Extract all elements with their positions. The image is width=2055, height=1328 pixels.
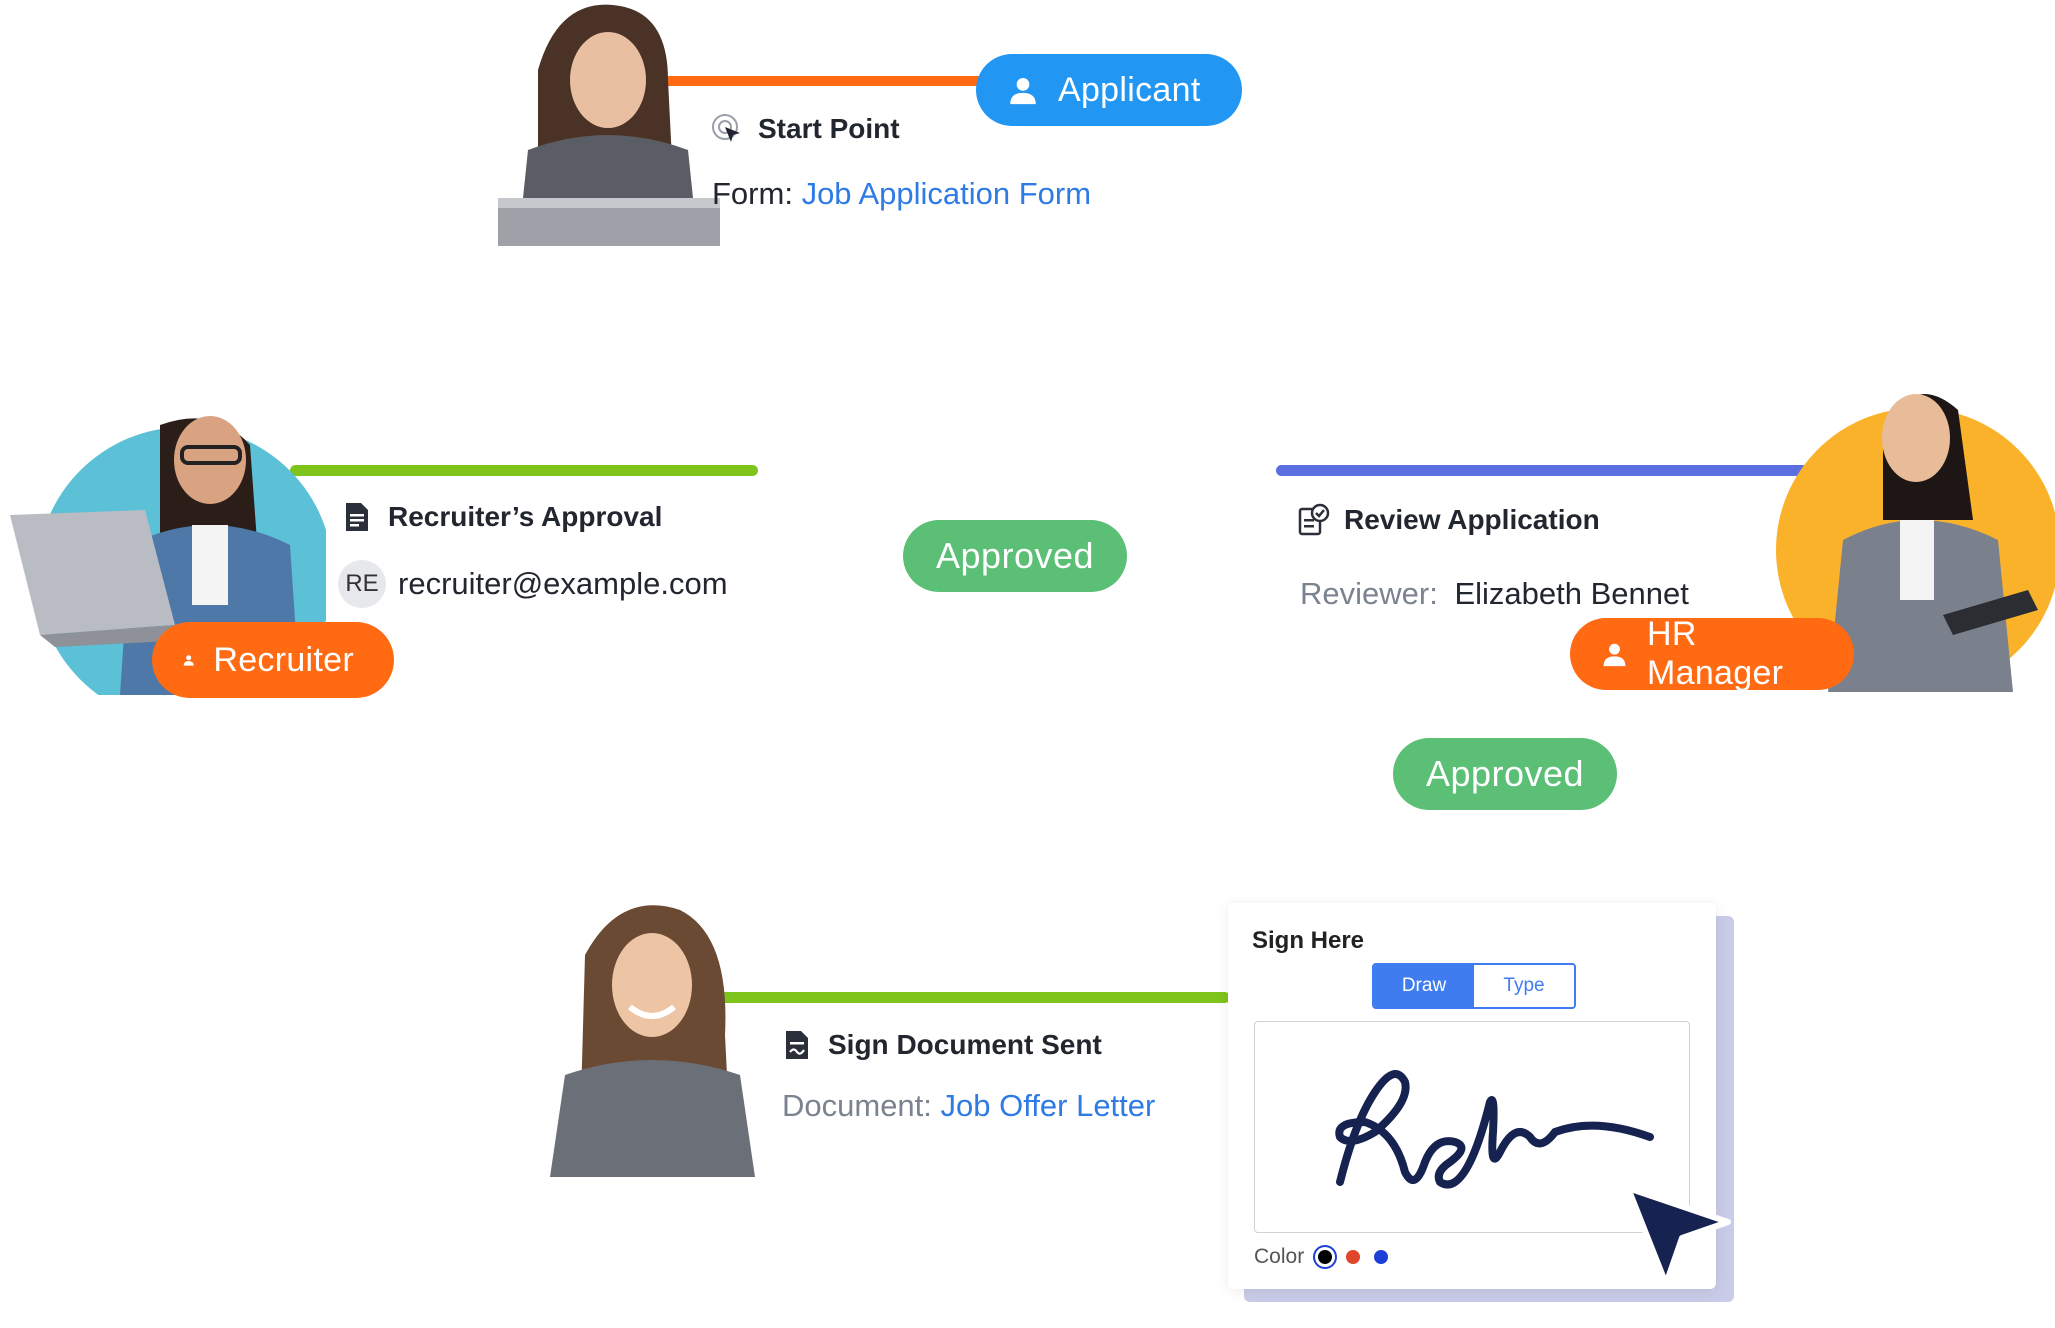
approved-status-badge-2: Approved — [1393, 738, 1617, 810]
recruiter-role-badge: Recruiter — [152, 622, 394, 698]
signature-card: Sign Here Draw Type Color — [1228, 903, 1716, 1289]
review-application-title: Review Application — [1296, 503, 1600, 537]
applicant-form-line: Form: Job Application Form — [712, 176, 1091, 212]
cursor-pointer-icon — [1625, 1185, 1731, 1287]
reviewer-line: Reviewer: Elizabeth Bennet — [1300, 576, 1689, 612]
recruiter-email: recruiter@example.com — [398, 566, 728, 601]
signature-mode-toggle: Draw Type — [1372, 963, 1576, 1009]
signature-drawing — [1335, 1070, 1654, 1189]
color-swatch-black[interactable] — [1318, 1250, 1333, 1264]
approved-status-badge-1: Approved — [903, 520, 1127, 592]
sign-here-title: Sign Here — [1252, 927, 1365, 954]
sign-document-title: Sign Document Sent — [780, 1028, 1102, 1062]
draw-tab[interactable]: Draw — [1374, 965, 1474, 1007]
document-sign-icon — [786, 1031, 808, 1059]
user-icon — [183, 655, 194, 666]
type-tab[interactable]: Type — [1474, 965, 1574, 1007]
document-line: Document: Job Offer Letter — [782, 1088, 1155, 1124]
hr-manager-photo — [1768, 370, 2055, 692]
recruiter-approval-label: Recruiter’s Approval — [388, 501, 663, 532]
form-prefix: Form: — [712, 176, 793, 211]
review-checklist-icon — [1298, 503, 1330, 536]
review-application-label: Review Application — [1344, 504, 1600, 535]
job-offer-letter-link[interactable]: Job Offer Letter — [940, 1088, 1156, 1123]
signature-color-picker: Color — [1254, 1245, 1389, 1269]
recruiter-avatar: RE — [338, 560, 386, 608]
recruiter-email-line: RE recruiter@example.com — [338, 560, 728, 608]
color-swatch-blue[interactable] — [1374, 1250, 1389, 1264]
hr-manager-role-label: HR Manager — [1647, 615, 1784, 692]
signer-photo — [540, 895, 760, 1177]
applicant-photo — [498, 0, 720, 246]
signer-connector-bar — [690, 992, 1230, 1003]
recruiter-connector-bar — [290, 465, 758, 476]
signature-canvas[interactable] — [1254, 1021, 1690, 1233]
start-point-title: Start Point — [710, 112, 900, 146]
user-icon — [1010, 77, 1036, 105]
job-application-form-link[interactable]: Job Application Form — [801, 176, 1092, 211]
hr-connector-bar — [1276, 465, 1816, 476]
hr-manager-role-badge: HR Manager — [1570, 615, 1854, 692]
recruiter-approval-title: Recruiter’s Approval — [340, 500, 662, 534]
reviewer-name: Elizabeth Bennet — [1454, 576, 1689, 611]
sign-document-label: Sign Document Sent — [828, 1029, 1102, 1060]
reviewer-prefix: Reviewer: — [1300, 576, 1438, 611]
applicant-role-badge: Applicant — [976, 54, 1242, 126]
document-prefix: Document: — [782, 1088, 932, 1123]
color-swatch-red[interactable] — [1346, 1250, 1361, 1264]
applicant-connector-bar — [650, 76, 990, 86]
start-point-label: Start Point — [758, 113, 900, 144]
user-icon — [1603, 643, 1626, 667]
color-label: Color — [1254, 1245, 1305, 1268]
recruiter-role-label: Recruiter — [213, 640, 354, 679]
document-icon — [346, 503, 368, 531]
applicant-role-label: Applicant — [1058, 70, 1201, 109]
cursor-click-icon — [712, 114, 740, 142]
